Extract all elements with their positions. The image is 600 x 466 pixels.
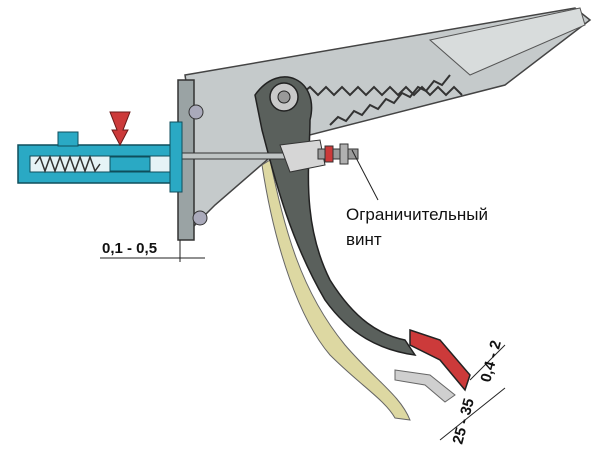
push-rod — [174, 152, 291, 160]
pedal-pad — [409, 328, 471, 392]
bracket-flange — [428, 7, 586, 76]
dim-travel-label: 25 - 35 — [449, 397, 478, 447]
callout-label-line2: винт — [346, 230, 382, 249]
cylinder-inlet — [57, 131, 79, 147]
limit-screw-head — [339, 143, 349, 165]
pedal-shadow — [261, 159, 411, 421]
callout-leader — [351, 149, 379, 201]
dim-free-play-ext — [469, 344, 506, 381]
bolt-bottom — [192, 210, 208, 226]
dim-free-play-label: 0,4 - 2 — [477, 339, 504, 384]
dim-rod-gap-label: 0,1 - 0,5 — [102, 240, 157, 257]
limit-screw — [317, 148, 359, 160]
bolt-top — [188, 104, 204, 120]
rod-clevis — [279, 139, 326, 173]
cylinder-piston — [109, 156, 151, 172]
dim-travel-ext — [439, 387, 506, 441]
bleeder-fitting — [109, 111, 131, 147]
limit-screw-nut — [324, 145, 334, 163]
callout-label-line1: Ограничительный — [346, 205, 488, 224]
return-spring-upper — [299, 85, 463, 97]
cylinder-spring — [34, 154, 101, 174]
pedal-pad-shadow — [394, 369, 456, 403]
pivot-bolt — [277, 90, 291, 104]
return-spring-lower — [329, 74, 451, 126]
cylinder-flange — [169, 121, 183, 193]
